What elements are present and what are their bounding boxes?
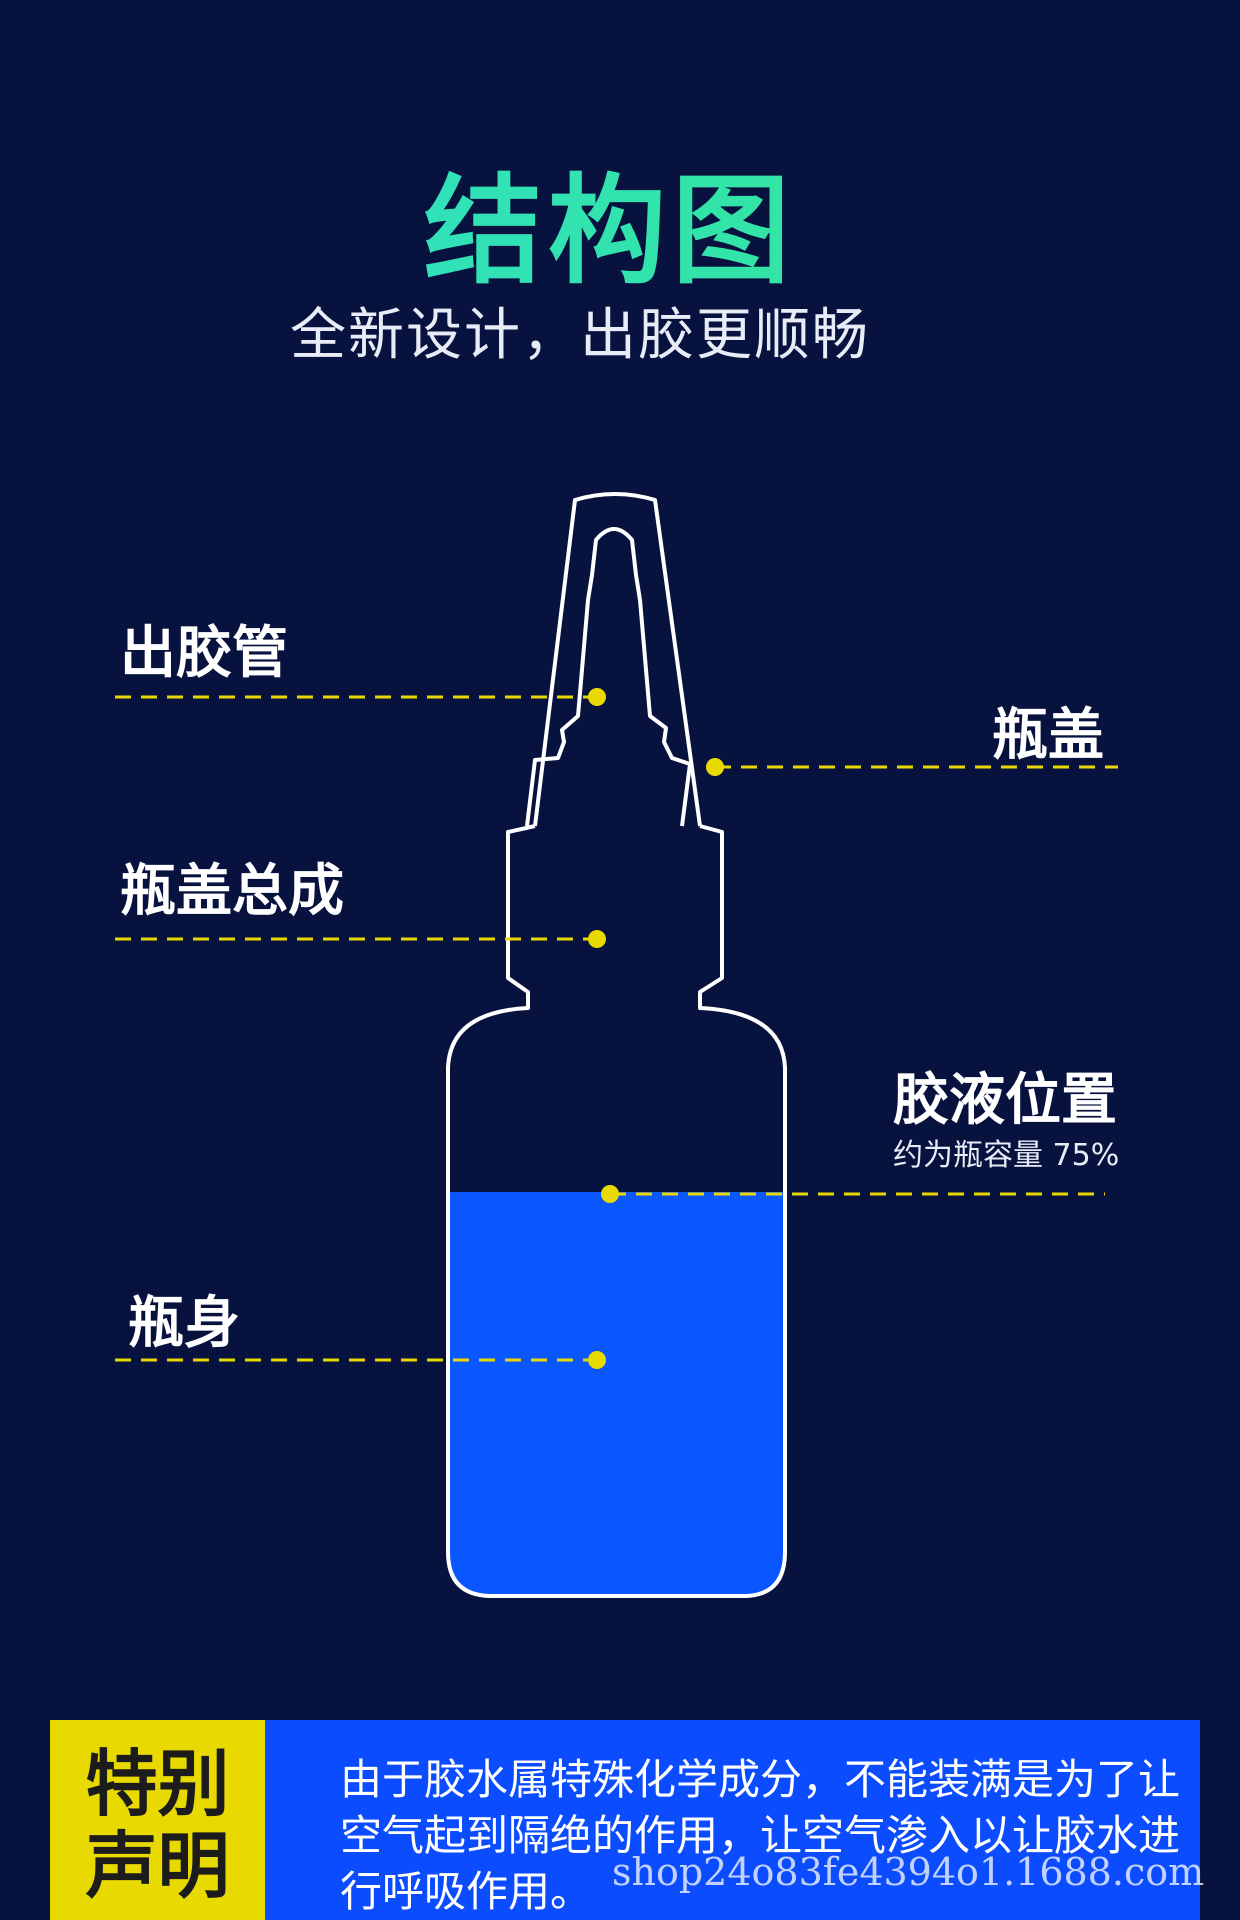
notice-heading: 特别声明 <box>85 1742 230 1908</box>
label-nozzle: 出胶管 <box>120 621 288 686</box>
marker-cap-assembly <box>588 930 606 948</box>
notice-heading-box: 特别声明 <box>50 1720 265 1920</box>
watermark-text: shop24o83fe4394o1.1688.com <box>612 1850 1205 1894</box>
label-cap: 瓶盖 <box>992 703 1104 768</box>
label-cap-assembly: 瓶盖总成 <box>120 859 344 924</box>
nozzle-outline <box>525 527 692 827</box>
page-title: 结构图 <box>0 135 1220 306</box>
bottle-outline <box>446 824 787 1598</box>
cap-outline <box>533 492 702 827</box>
marker-cap <box>706 758 724 776</box>
label-glue-level: 胶液位置 <box>893 1068 1117 1133</box>
notice-banner: 特别声明 由于胶水属特殊化学成分，不能装满是为了让空气起到隔绝的作用，让空气渗入… <box>50 1720 1200 1920</box>
page-subtitle: 全新设计，出胶更顺畅 <box>290 303 870 368</box>
glue-liquid <box>448 1192 785 1596</box>
marker-body <box>588 1351 606 1369</box>
marker-nozzle <box>588 688 606 706</box>
label-glue-level-note: 约为瓶容量 75% <box>893 1138 1120 1173</box>
notice-text: 由于胶水属特殊化学成分，不能装满是为了让空气起到隔绝的作用，让空气渗入以让胶水进… <box>340 1755 1181 1916</box>
label-body: 瓶身 <box>128 1291 240 1356</box>
marker-glue-level <box>601 1185 619 1203</box>
